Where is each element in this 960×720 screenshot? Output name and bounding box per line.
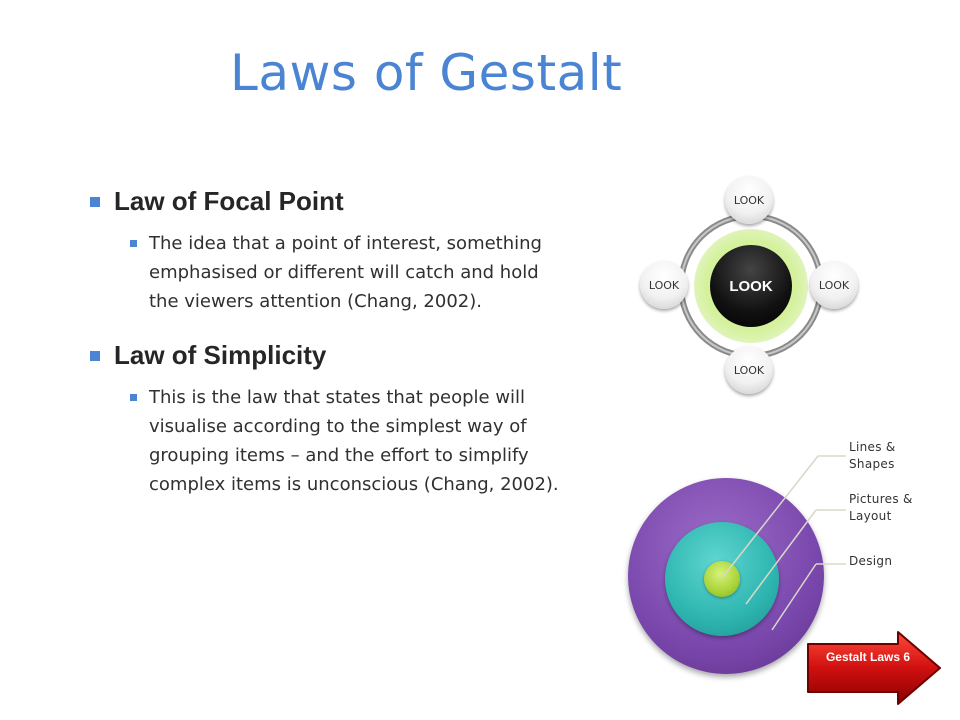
section-focal-point: Law of Focal Point The idea that a point…: [90, 186, 570, 316]
bullet-level1: Law of Simplicity: [90, 340, 570, 371]
label-design: Design: [849, 554, 893, 568]
section-heading: Law of Focal Point: [114, 186, 344, 216]
cycle-node-top: LOOK: [725, 176, 773, 224]
section-simplicity: Law of Simplicity This is the law that s…: [90, 340, 570, 499]
nav-button-label[interactable]: Gestalt Laws 6: [825, 650, 911, 664]
section-body: This is the law that states that people …: [149, 387, 559, 495]
cycle-center-label: LOOK: [729, 277, 773, 295]
square-bullet-icon: [130, 240, 137, 247]
square-bullet-icon: [90, 350, 100, 361]
slide-title: Laws of Gestalt: [230, 44, 623, 102]
label-pictures-layout: Pictures & Layout: [849, 492, 913, 523]
bullet-level1: Law of Focal Point: [90, 186, 570, 217]
cycle-node-label: LOOK: [818, 278, 850, 292]
bullet-list: Law of Focal Point The idea that a point…: [90, 186, 570, 523]
next-arrow-icon[interactable]: [806, 630, 942, 706]
cycle-node-left: LOOK: [640, 261, 688, 309]
cycle-center-node: LOOK: [710, 245, 792, 327]
section-heading: Law of Simplicity: [114, 340, 327, 370]
cycle-node-right: LOOK: [810, 261, 858, 309]
square-bullet-icon: [130, 394, 137, 401]
section-body: The idea that a point of interest, somet…: [149, 233, 542, 312]
cycle-node-label: LOOK: [648, 278, 680, 292]
cycle-node-label: LOOK: [733, 363, 765, 377]
bullet-level2: The idea that a point of interest, somet…: [130, 229, 570, 316]
leader-lines: [721, 455, 846, 631]
cycle-node-label: LOOK: [733, 193, 765, 207]
inner-circle: [704, 561, 740, 597]
bullet-level2: This is the law that states that people …: [130, 383, 570, 499]
label-lines-shapes: Lines & Shapes: [849, 440, 896, 471]
square-bullet-icon: [90, 196, 100, 207]
cycle-node-bottom: LOOK: [725, 346, 773, 394]
